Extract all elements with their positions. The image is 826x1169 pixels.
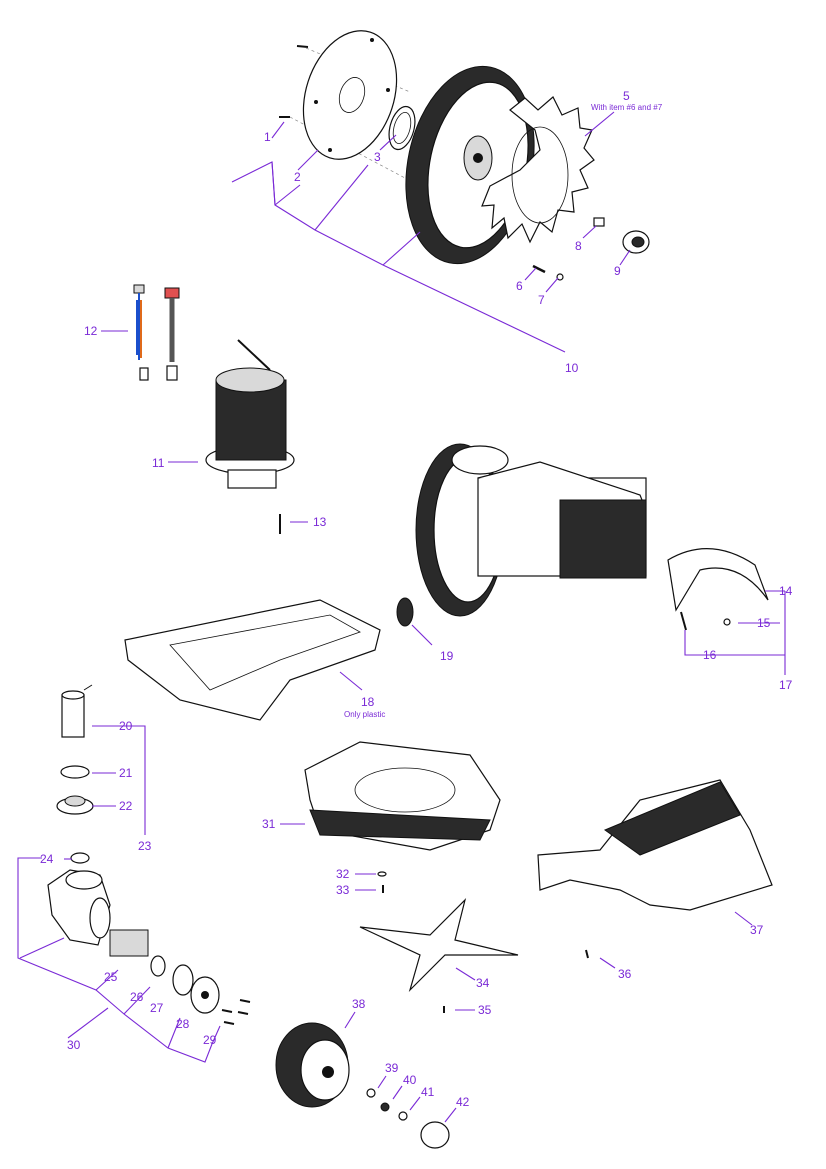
labels: 1 2 3 5 With item #6 and #7 6 7 8 9 10 1… xyxy=(40,89,793,1109)
part-cover-14 xyxy=(667,548,769,612)
label-7: 7 xyxy=(538,293,545,307)
note-item-18: Only plastic xyxy=(344,710,385,719)
part-nut-41 xyxy=(398,1111,408,1121)
label-3: 3 xyxy=(374,150,381,164)
part-flange-22 xyxy=(56,795,94,815)
part-seal-ring-3 xyxy=(388,105,416,151)
part-screw-15 xyxy=(723,618,731,626)
part-bracket-16 xyxy=(680,611,687,631)
label-16: 16 xyxy=(703,648,717,662)
part-cap-9 xyxy=(622,230,650,254)
label-34: 34 xyxy=(476,976,490,990)
part-screw-6 xyxy=(532,264,546,274)
label-23: 23 xyxy=(138,839,152,853)
label-5: 5 xyxy=(623,89,630,103)
label-33: 33 xyxy=(336,883,350,897)
label-19: 19 xyxy=(440,649,454,663)
part-nut-7 xyxy=(556,273,564,281)
part-oring-27 xyxy=(172,964,194,996)
label-6: 6 xyxy=(516,279,523,293)
label-41: 41 xyxy=(421,1085,435,1099)
part-gear-19 xyxy=(396,597,414,627)
label-13: 13 xyxy=(313,515,327,529)
label-35: 35 xyxy=(478,1003,492,1017)
part-blade-disc-31 xyxy=(304,741,501,851)
part-cables-12 xyxy=(133,284,180,381)
label-32: 32 xyxy=(336,867,350,881)
label-31: 31 xyxy=(262,817,276,831)
label-36: 36 xyxy=(618,967,632,981)
label-12: 12 xyxy=(84,324,98,338)
label-25: 25 xyxy=(104,970,118,984)
label-21: 21 xyxy=(119,766,133,780)
part-hub-plate-2 xyxy=(302,30,398,160)
part-gearbox-30 xyxy=(47,869,111,946)
part-front-wheel-38 xyxy=(275,1022,350,1108)
part-screw-36 xyxy=(585,949,589,959)
label-8: 8 xyxy=(575,239,582,253)
part-hub-cap-42 xyxy=(420,1121,450,1149)
label-26: 26 xyxy=(130,990,144,1004)
part-top-cover-37 xyxy=(537,779,773,911)
label-2: 2 xyxy=(294,170,301,184)
part-ring-21 xyxy=(60,765,90,779)
label-29: 29 xyxy=(203,1033,217,1047)
part-body-with-wheel xyxy=(415,443,647,617)
part-nut-24 xyxy=(70,852,90,864)
label-9: 9 xyxy=(614,264,621,278)
part-screws-29 xyxy=(221,999,251,1025)
part-motor-11 xyxy=(205,339,295,489)
part-washer-32 xyxy=(377,871,387,877)
label-39: 39 xyxy=(385,1061,399,1075)
label-18: 18 xyxy=(361,695,375,709)
label-28: 28 xyxy=(176,1017,190,1031)
part-plate-28 xyxy=(190,976,220,1014)
label-40: 40 xyxy=(403,1073,417,1087)
part-gear-26 xyxy=(150,955,166,977)
label-38: 38 xyxy=(352,997,366,1011)
leader-lines xyxy=(17,111,786,1123)
label-24: 24 xyxy=(40,852,54,866)
label-1: 1 xyxy=(264,130,271,144)
part-nut-40 xyxy=(380,1102,390,1112)
part-motor-20 xyxy=(61,684,93,738)
label-27: 27 xyxy=(150,1001,164,1015)
label-22: 22 xyxy=(119,799,133,813)
label-37: 37 xyxy=(750,923,764,937)
note-item-5: With item #6 and #7 xyxy=(591,103,663,112)
part-spiked-rim-5 xyxy=(481,96,595,244)
label-20: 20 xyxy=(119,719,133,733)
label-11: 11 xyxy=(152,456,165,470)
label-15: 15 xyxy=(757,616,771,630)
part-washer-39 xyxy=(366,1088,376,1098)
part-blade-34 xyxy=(359,898,519,993)
label-30: 30 xyxy=(67,1038,81,1052)
label-42: 42 xyxy=(456,1095,470,1109)
label-17: 17 xyxy=(779,678,793,692)
part-motor-25 xyxy=(109,929,149,957)
assembly-guide-line xyxy=(289,116,406,179)
label-14: 14 xyxy=(779,584,793,598)
part-screw-1 xyxy=(279,45,309,118)
part-bolt-8 xyxy=(593,217,605,227)
label-10: 10 xyxy=(565,361,579,375)
part-chassis-18 xyxy=(124,599,381,721)
